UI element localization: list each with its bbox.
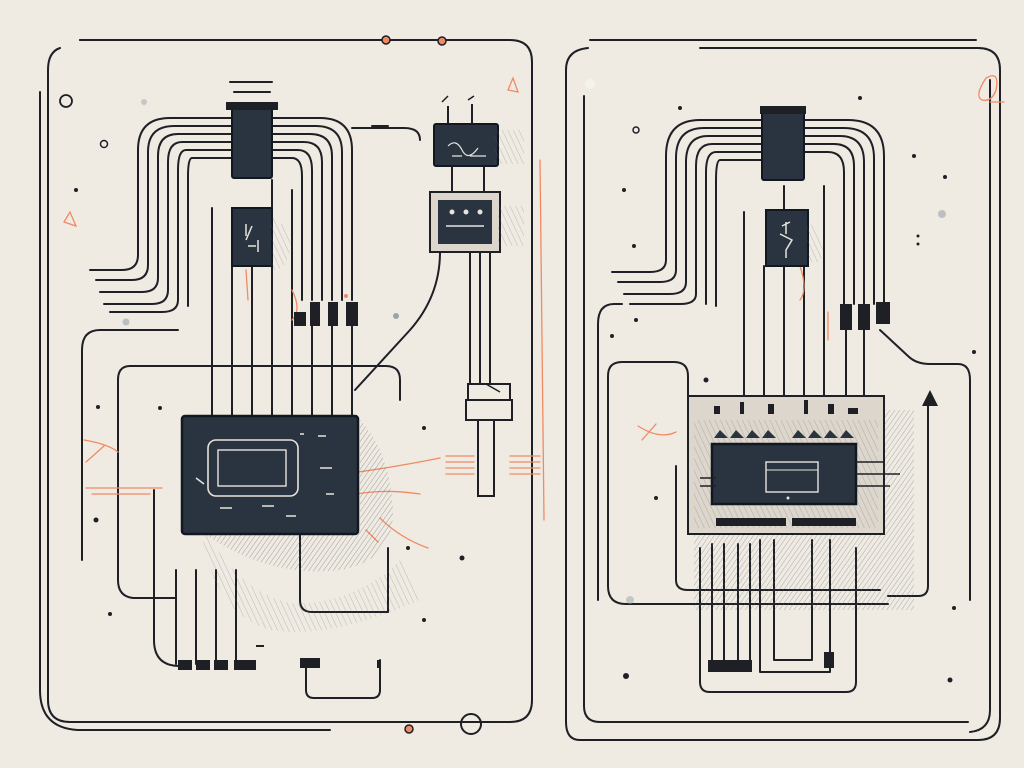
connector-row-r xyxy=(840,302,890,330)
accent-traces-left xyxy=(63,76,545,549)
diagonal-trace xyxy=(354,251,441,391)
accent-traces-right xyxy=(637,75,1005,441)
relay-icon xyxy=(231,207,273,267)
right-trace xyxy=(351,127,421,141)
right-board-outline xyxy=(565,39,1001,741)
loop-trace xyxy=(117,365,401,599)
trace-bundle-right-r xyxy=(803,119,885,305)
arrow-up-icon xyxy=(922,390,938,406)
trace-bundle-left xyxy=(89,117,233,313)
ring-icon xyxy=(460,713,482,735)
loop-trace-r xyxy=(607,361,889,605)
terminal-row-r xyxy=(708,652,834,672)
scatter-dots xyxy=(59,94,465,622)
node-dot xyxy=(437,36,447,46)
left-board-outline xyxy=(47,39,533,723)
right-circuit-board xyxy=(565,39,1001,741)
right-board-inner-trace xyxy=(969,79,991,733)
scatter-dots-r xyxy=(585,79,976,683)
left-board-inner-trace xyxy=(39,91,331,731)
terminal-row xyxy=(178,658,320,670)
left-components xyxy=(59,94,524,735)
right-components xyxy=(585,79,976,683)
display-icon xyxy=(180,414,360,536)
chip-icon xyxy=(433,123,499,167)
chip-icon xyxy=(761,109,805,181)
trace-bundle-left-r xyxy=(611,119,763,307)
loop-trace xyxy=(81,329,179,561)
trace-bundle-right xyxy=(271,117,353,301)
node-dot xyxy=(404,724,414,734)
node-dot xyxy=(381,35,391,45)
display-icon xyxy=(710,442,858,506)
connector-row xyxy=(294,302,358,326)
chip-icon xyxy=(231,105,273,179)
